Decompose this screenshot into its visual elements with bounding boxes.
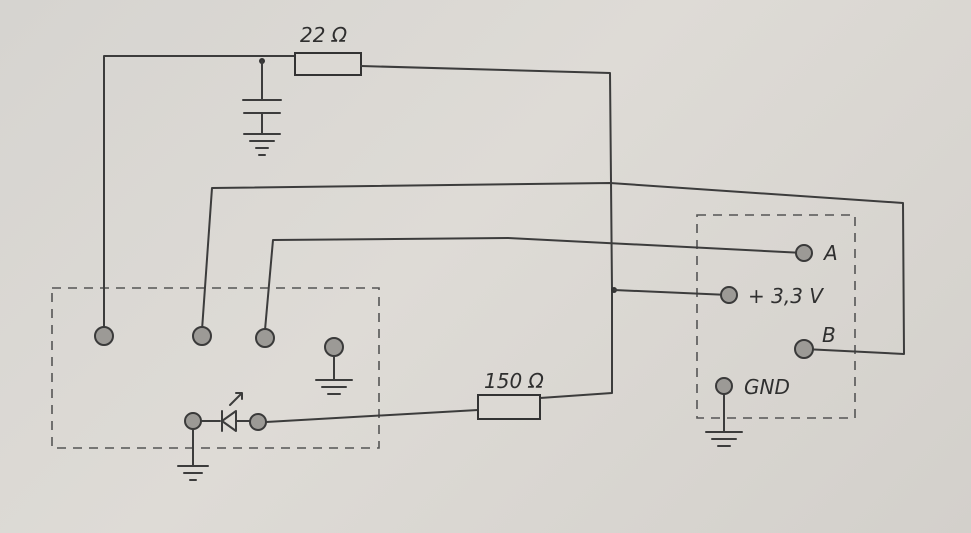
right-module-outline <box>696 214 856 419</box>
ground-symbol-cap <box>243 133 281 156</box>
led-terminal-right <box>249 413 267 431</box>
terminal-4 <box>324 337 344 357</box>
gnd-wire <box>705 393 743 447</box>
terminal-a <box>795 244 813 262</box>
label-b: B <box>822 323 836 347</box>
wire-top-left <box>103 55 296 331</box>
terminal-power <box>720 286 738 304</box>
label-a: A <box>822 241 838 265</box>
wire-to-b <box>201 182 905 355</box>
wire-to-power <box>613 289 730 296</box>
terminal-2 <box>192 326 212 346</box>
wire-top-right <box>360 65 613 399</box>
wire-to-a <box>264 237 805 331</box>
led-terminal-left <box>184 412 202 430</box>
led-diode <box>221 410 237 432</box>
capacitor <box>242 99 282 114</box>
resistor-22-ohm <box>294 52 362 76</box>
label-22-ohm: 22 Ω <box>300 23 348 47</box>
terminal-b <box>794 339 814 359</box>
resistor-150-ohm <box>477 394 541 420</box>
terminal-gnd <box>715 377 733 395</box>
terminal-3 <box>255 328 275 348</box>
led-arrows <box>229 392 243 406</box>
terminal-1 <box>94 326 114 346</box>
label-150-ohm: 150 Ω <box>484 369 545 393</box>
wire-to-150-resistor <box>265 409 479 423</box>
ground-symbol-led <box>177 465 209 481</box>
label-gnd: GND <box>744 375 790 399</box>
left-module-outline <box>51 287 380 449</box>
terminal-4-ground <box>315 355 353 395</box>
label-power: + 3,3 V <box>748 284 824 308</box>
